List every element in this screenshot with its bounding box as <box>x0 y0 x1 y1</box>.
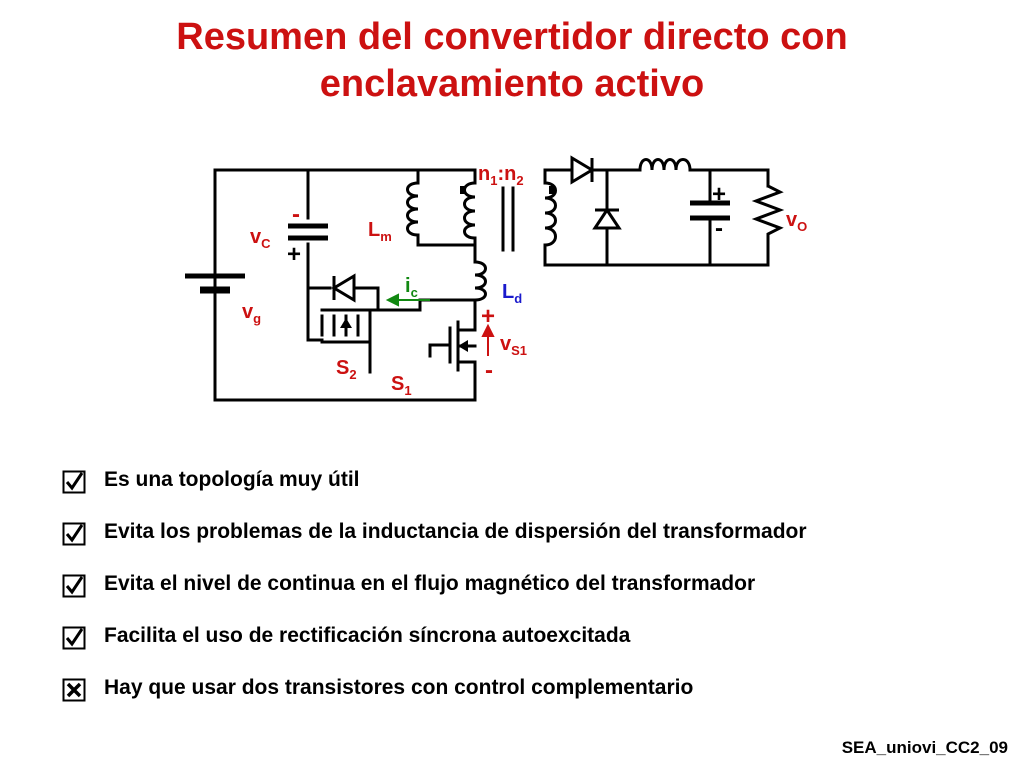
secondary-dot <box>549 186 555 194</box>
s1-arrow <box>458 340 468 352</box>
primary-dot <box>460 186 466 194</box>
wire-primary-loop <box>213 168 477 402</box>
ic-arrow-head <box>385 293 399 307</box>
ic-label: ic <box>405 275 418 300</box>
check-box-icon <box>62 574 86 598</box>
lm-coil <box>406 181 419 237</box>
s2-diode <box>331 273 356 303</box>
wire-clamp-down <box>306 242 324 342</box>
vs1-arrow-head <box>481 323 495 337</box>
s2-label: S2 <box>336 357 357 382</box>
wire-s2-to-node <box>368 298 477 312</box>
output-inductor <box>638 158 692 171</box>
vo-minus: - <box>715 215 723 242</box>
cross-box-icon <box>62 678 86 702</box>
vg-label: vg <box>242 301 261 326</box>
bullet-text: Hay que usar dos transistores con contro… <box>104 676 694 699</box>
wire-secondary <box>543 168 770 267</box>
load-resistor <box>751 184 785 240</box>
bullet-text: Es una topología muy útil <box>104 468 360 491</box>
s1-body <box>428 320 477 372</box>
check-box-icon <box>62 626 86 650</box>
vc-minus: - <box>292 201 300 228</box>
slide-title: Resumen del convertidor directo con encl… <box>0 14 1024 108</box>
rect-diode <box>570 155 595 185</box>
vc-plus: + <box>287 241 301 268</box>
ld-label: Ld <box>502 281 522 306</box>
vs1-label: vS1 <box>500 333 527 358</box>
vs1-minus: - <box>485 357 493 384</box>
bullet-text: Evita los problemas de la inductancia de… <box>104 520 807 543</box>
check-box-icon <box>62 470 86 494</box>
vo-label: vO <box>786 209 807 234</box>
vs1-plus: + <box>481 303 495 330</box>
wire-lm <box>416 168 477 247</box>
circuit-diagram: vC - + vg Lm ic Ld + vS1 - S2 S1 n1:n2 +… <box>185 155 807 402</box>
title-line-1: Resumen del convertidor directo con <box>176 16 848 58</box>
output-capacitor <box>690 200 730 221</box>
slide-footer: SEA_uniovi_CC2_09 <box>841 738 1008 757</box>
fw-diode <box>592 207 622 230</box>
clamp-capacitor <box>288 223 328 241</box>
wire-s2-diode <box>306 286 380 312</box>
vc-label: vC <box>250 226 271 251</box>
title-line-2: enclavamiento activo <box>319 63 705 105</box>
vo-plus: + <box>712 181 726 208</box>
ld-coil <box>474 260 487 302</box>
s2-arrow <box>340 318 352 328</box>
secondary-coil <box>544 181 557 247</box>
bullet-text: Evita el nivel de continua en el flujo m… <box>104 572 756 595</box>
primary-coil <box>463 181 476 240</box>
bullet-text: Facilita el uso de rectificación síncron… <box>104 624 631 647</box>
transformer-core <box>501 186 515 252</box>
s1-label: S1 <box>391 373 412 398</box>
check-box-icon <box>62 522 86 546</box>
lm-label: Lm <box>368 219 392 244</box>
turns-ratio-label: n1:n2 <box>478 163 524 188</box>
